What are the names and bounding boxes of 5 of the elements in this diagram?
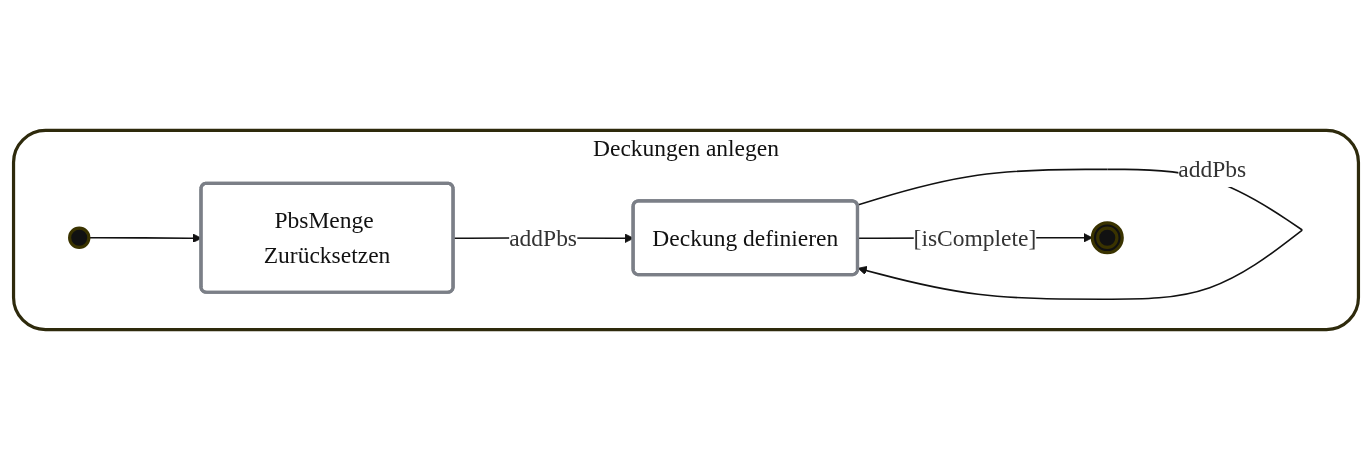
node-circle	[68, 226, 91, 249]
edge-label: addPbs	[509, 224, 578, 252]
edge-label: addPbs	[1178, 156, 1247, 183]
edge-label: [isComplete]	[913, 224, 1037, 252]
node-circle	[1090, 221, 1124, 255]
